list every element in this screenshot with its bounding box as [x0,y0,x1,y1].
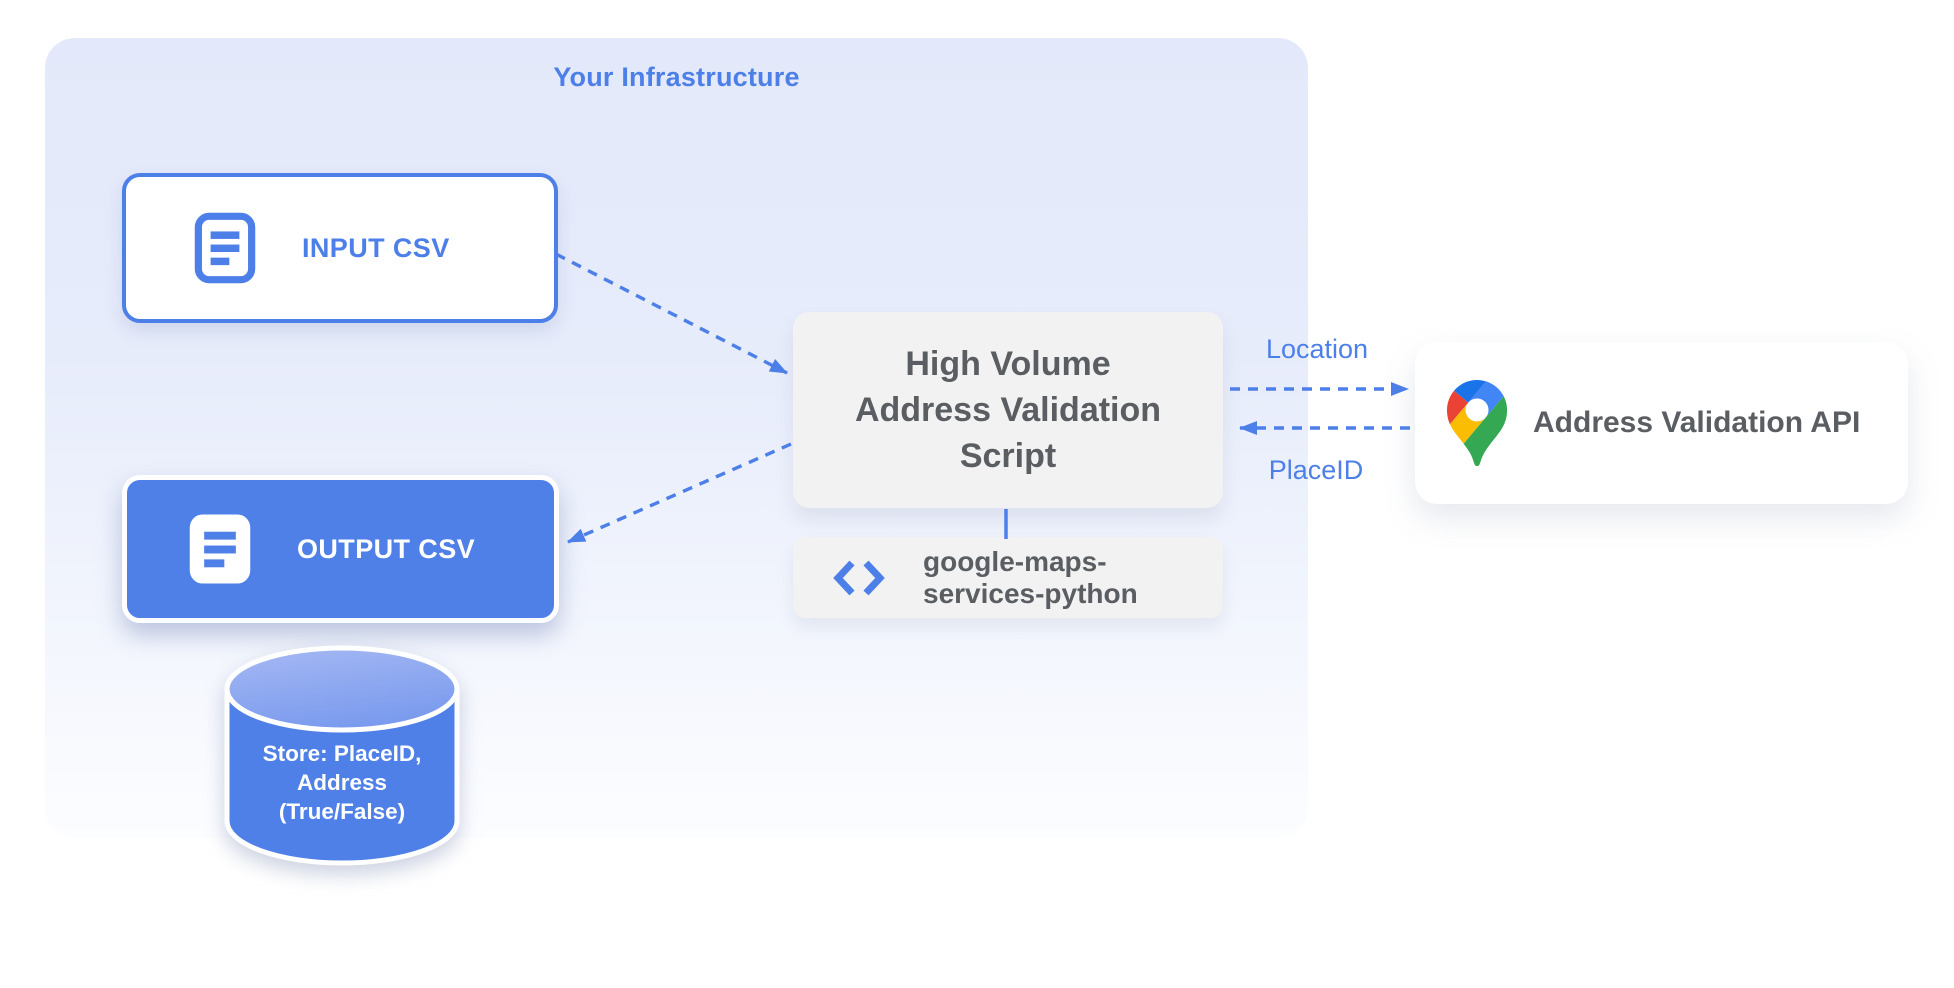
output-csv-node: OUTPUT CSV [122,475,559,623]
google-maps-pin-icon [1447,380,1507,466]
location-edge-label: Location [1265,334,1369,364]
input-csv-node: INPUT CSV [122,173,558,323]
library-label: google-maps- services-python [923,546,1138,610]
code-brackets-icon [833,560,885,595]
input-csv-label: INPUT CSV [302,232,450,263]
library-label-line2: services-python [923,577,1138,609]
datastore-cylinder: Store: PlaceID, Address (True/False) [222,643,462,871]
address-validation-api-node: Address Validation API [1415,342,1908,504]
library-label-line1: google-maps- [923,545,1107,577]
api-label: Address Validation API [1533,406,1861,439]
datastore-label-line2: Address [296,770,388,795]
output-csv-label: OUTPUT CSV [297,533,476,564]
datastore-label-line3: (True/False) [278,799,406,824]
validation-script-node: High Volume Address Validation Script [793,312,1223,508]
placeid-edge-label: PlaceID [1268,455,1364,485]
script-label-line2: Address Validation [854,391,1162,429]
document-list-icon [194,212,256,284]
datastore-label: Store: PlaceID, Address (True/False) [222,739,462,826]
script-label-line1: High Volume [905,345,1111,383]
datastore-label-line1: Store: PlaceID, [262,741,422,766]
database-cylinder-icon [224,645,460,866]
script-label-line3: Script [959,437,1057,475]
panel-title: Your Infrastructure [553,62,800,92]
document-list-icon [189,514,251,584]
python-library-node: google-maps- services-python [793,537,1223,618]
